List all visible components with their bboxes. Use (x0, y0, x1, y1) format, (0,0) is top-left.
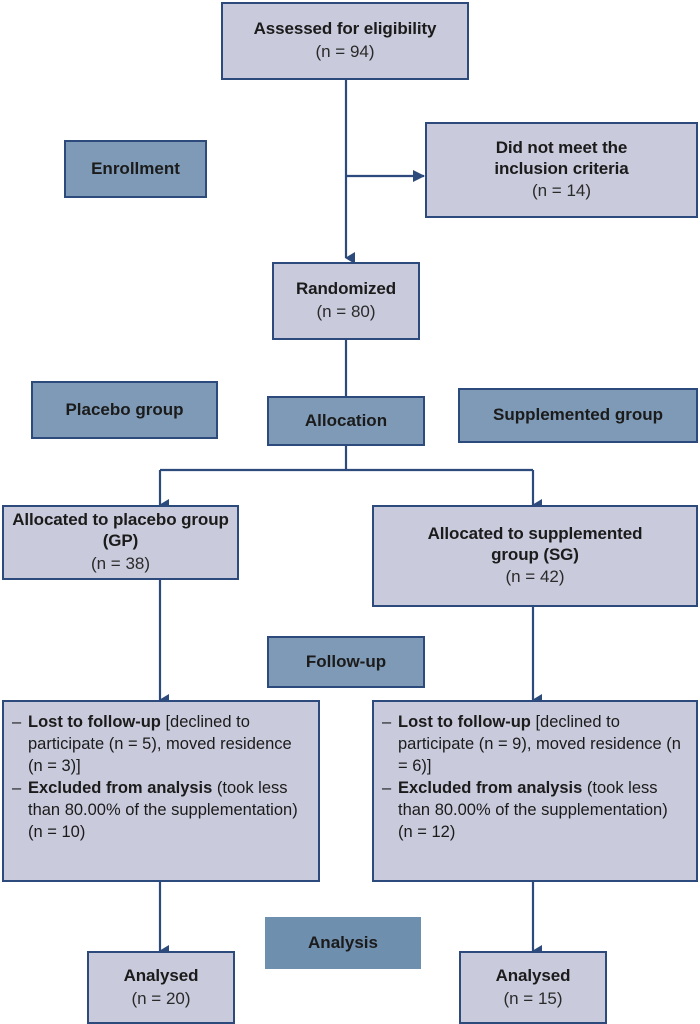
node-allocated-supplemented-group: Allocated to supplemented group (SG) (n … (372, 505, 698, 607)
supplemented-group-label: Supplemented group (493, 405, 663, 425)
assessed-title: Assessed for eligibility (253, 19, 437, 39)
node-assessed-for-eligibility: Assessed for eligibility (n = 94) (221, 2, 469, 80)
bullet-dash-icon: – (382, 713, 392, 731)
followup-placebo-bullet-1: – Lost to follow-up [declined to partici… (12, 712, 308, 777)
node-followup-supplemented: – Lost to follow-up [declined to partici… (372, 700, 698, 882)
node-analysed-placebo: Analysed (n = 20) (87, 951, 235, 1024)
node-analysed-supplemented: Analysed (n = 15) (459, 951, 607, 1024)
node-randomized: Randomized (n = 80) (272, 262, 420, 340)
followup-supplemented-bullet-2-bold: Excluded from analysis (398, 779, 583, 798)
bullet-dash-icon: – (12, 713, 22, 731)
followup-placebo-bullet-2: – Excluded from analysis (took less than… (12, 778, 308, 843)
followup-supplemented-bullet-1: – Lost to follow-up [declined to partici… (382, 712, 686, 777)
analysis-label: Analysis (308, 932, 378, 952)
followup-placebo-bullet-1-bold: Lost to follow-up (28, 713, 161, 731)
stage-label-analysis: Analysis (265, 917, 421, 969)
randomized-count: (n = 80) (316, 302, 376, 321)
followup-placebo-bullet-2-bold: Excluded from analysis (28, 779, 213, 798)
node-allocated-placebo-group: Allocated to placebo group (GP) (n = 38) (2, 505, 239, 580)
stage-label-placebo-group: Placebo group (31, 381, 218, 439)
alloc-placebo-title: Allocated to placebo group (GP) (12, 510, 229, 551)
excluded-title-line2: inclusion criteria (494, 158, 629, 178)
bullet-dash-icon: – (12, 779, 22, 798)
assessed-count: (n = 94) (315, 42, 375, 61)
alloc-supplemented-title-line1: Allocated to supplemented (427, 523, 643, 543)
followup-supplemented-bullet-2-rest: (took less than 80.00% of the supplement… (398, 779, 668, 841)
enrollment-label: Enrollment (91, 158, 180, 178)
randomized-title: Randomized (295, 279, 397, 299)
analysed-supplemented-title: Analysed (495, 965, 571, 985)
placebo-group-label: Placebo group (65, 399, 184, 419)
analysed-placebo-title: Analysed (123, 965, 199, 985)
alloc-supplemented-title-line2: group (SG) (491, 544, 579, 564)
followup-supplemented-bullet-1-bold: Lost to follow-up (398, 713, 531, 731)
analysed-placebo-count: (n = 20) (131, 988, 191, 1008)
excluded-title-line1: Did not meet the (495, 137, 628, 157)
excluded-count: (n = 14) (531, 181, 592, 201)
node-did-not-meet-inclusion-criteria: Did not meet the inclusion criteria (n =… (425, 122, 698, 218)
follow-up-label: Follow-up (305, 651, 387, 671)
followup-placebo-bullet-2-rest: (took less than 80.00% of the supplement… (28, 779, 298, 841)
analysed-supplemented-count: (n = 15) (503, 988, 563, 1008)
followup-supplemented-bullet-1-rest: [declined to participate (n = 9), moved … (398, 713, 681, 775)
allocation-label: Allocation (304, 410, 388, 430)
node-followup-placebo: – Lost to follow-up [declined to partici… (2, 700, 320, 882)
alloc-supplemented-count: (n = 42) (505, 567, 565, 587)
followup-placebo-bullet-1-rest: [declined to participate (n = 5), moved … (28, 713, 292, 775)
followup-supplemented-bullet-2: – Excluded from analysis (took less than… (382, 778, 686, 843)
stage-label-enrollment: Enrollment (64, 140, 207, 198)
stage-label-allocation: Allocation (267, 396, 425, 446)
bullet-dash-icon: – (382, 779, 392, 798)
stage-label-follow-up: Follow-up (267, 636, 425, 688)
stage-label-supplemented-group: Supplemented group (458, 388, 698, 443)
alloc-placebo-count: (n = 38) (90, 553, 151, 573)
